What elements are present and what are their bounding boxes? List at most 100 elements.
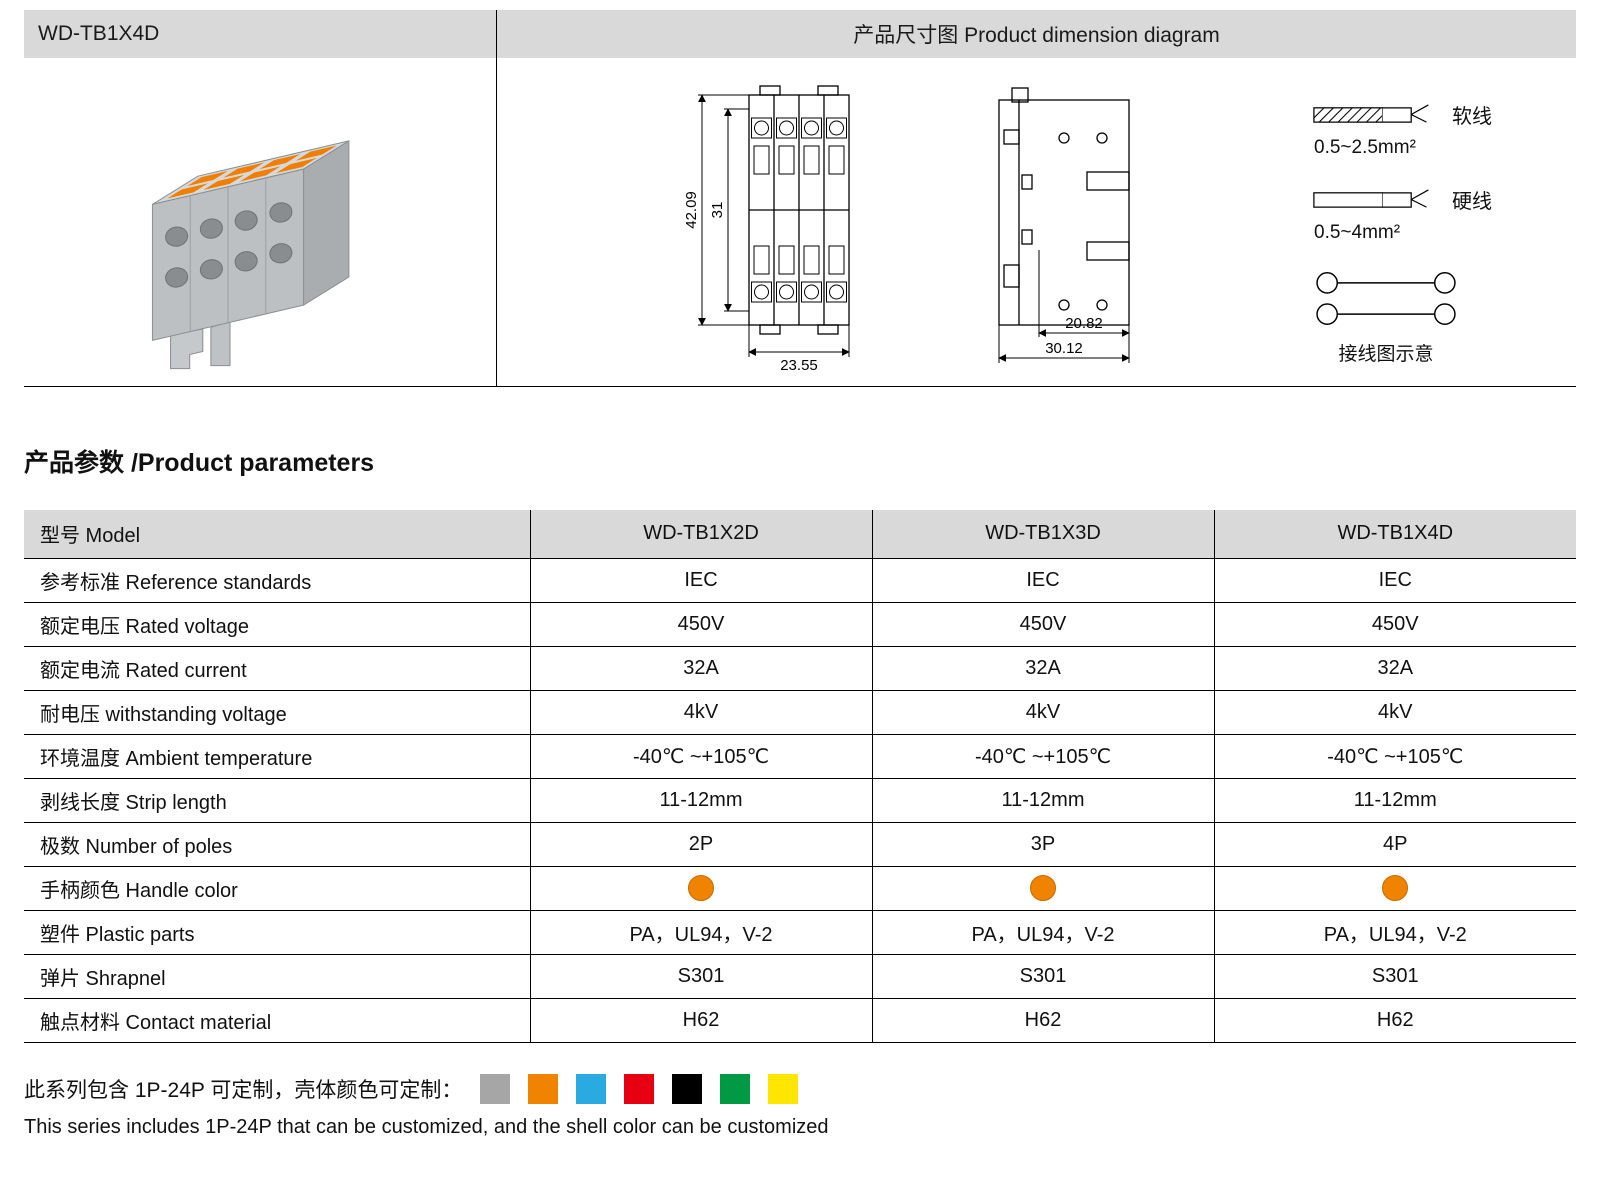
param-value: PA，UL94，V-2 [529, 910, 872, 955]
wire-legend: 软线 0.5~2.5mm² 硬线 0.5~4mm² 接线图示意 [1312, 100, 1542, 366]
param-value: H62 [529, 998, 872, 1043]
param-value: 450V [529, 602, 872, 647]
table-row: 剥线长度 Strip length 11-12mm 11-12mm 11-12m… [24, 778, 1576, 823]
handle-color-dot [688, 875, 714, 901]
shell-color-swatch-black [672, 1074, 703, 1104]
dimension-header-bar: 产品尺寸图 Product dimension diagram [497, 10, 1576, 58]
customization-note-cn: 此系列包含 1P-24P 可定制，壳体颜色可定制： [24, 1072, 799, 1106]
header-wd-tb1x4d: WD-TB1X4D [1213, 510, 1576, 559]
param-value: 32A [1213, 646, 1576, 691]
param-label: 弹片 Shrapnel [24, 954, 530, 999]
param-value: H62 [1213, 998, 1576, 1043]
param-label: 触点材料 Contact material [24, 998, 530, 1043]
param-label: 额定电压 Rated voltage [24, 602, 530, 647]
param-value: 4kV [871, 690, 1214, 735]
param-value: 11-12mm [529, 778, 872, 823]
param-label: 额定电流 Rated current [24, 646, 530, 691]
wiring-schematic-label: 接线图示意 [1338, 344, 1434, 365]
customization-note-text: 此系列包含 1P-24P 可定制，壳体颜色可定制： [24, 1079, 463, 1102]
wiring-schematic-icon [1316, 272, 1456, 325]
param-label: 参考标准 Reference standards [24, 558, 530, 603]
param-value: 11-12mm [871, 778, 1214, 823]
param-value: -40℃ ~+105℃ [1213, 734, 1576, 779]
soft-wire-range: 0.5~2.5mm² [1314, 137, 1416, 158]
table-row: 环境温度 Ambient temperature -40℃ ~+105℃ -40… [24, 734, 1576, 779]
param-value: 32A [529, 646, 872, 691]
table-row: 触点材料 Contact material H62 H62 H62 [24, 998, 1576, 1043]
shell-color-swatch-orange [528, 1074, 559, 1104]
param-value: 4kV [529, 690, 872, 735]
param-value: 2P [529, 822, 872, 867]
horizontal-divider [24, 386, 1576, 387]
shell-color-swatch-yellow [768, 1074, 799, 1104]
param-value: 4P [1213, 822, 1576, 867]
hard-wire-row: 硬线 [1312, 185, 1542, 214]
table-row: 极数 Number of poles 2P 3P 4P [24, 822, 1576, 867]
customization-note-en: This series includes 1P-24P that can be … [24, 1116, 829, 1138]
table-row: 耐电压 withstanding voltage 4kV 4kV 4kV [24, 690, 1576, 735]
table-row: 参考标准 Reference standards IEC IEC IEC [24, 558, 1576, 603]
param-value: 11-12mm [1213, 778, 1576, 823]
header-wd-tb1x3d: WD-TB1X3D [871, 510, 1214, 559]
param-value: PA，UL94，V-2 [1213, 910, 1576, 955]
table-row-handle-color: 手柄颜色 Handle color [24, 866, 1576, 911]
hard-wire-range: 0.5~4mm² [1314, 222, 1401, 243]
param-label: 极数 Number of poles [24, 822, 530, 867]
shell-color-swatch-green [720, 1074, 751, 1104]
shell-color-swatch-gray [480, 1074, 511, 1104]
table-row: 弹片 Shrapnel S301 S301 S301 [24, 954, 1576, 999]
handle-color-dot [1030, 875, 1056, 901]
wire-holes [165, 202, 293, 288]
param-value: 450V [871, 602, 1214, 647]
table-row: 塑件 Plastic parts PA，UL94，V-2 PA，UL94，V-2… [24, 910, 1576, 955]
param-value [529, 866, 872, 911]
section-title: 产品参数 /Product parameters [24, 449, 375, 477]
handle-levers [167, 145, 337, 199]
table-row: 额定电流 Rated current 32A 32A 32A [24, 646, 1576, 691]
side-view-diagram: 20.82 30.12 [943, 80, 1160, 378]
model-name: WD-TB1X4D [38, 22, 160, 45]
dim-height-inner: 31 [709, 202, 726, 219]
shell-color-swatch-red [624, 1074, 655, 1104]
shell-color-swatch-blue [576, 1074, 607, 1104]
product-photo [92, 62, 364, 377]
header-model: 型号 Model [24, 510, 530, 559]
param-value: 3P [871, 822, 1214, 867]
dimension-header-title: 产品尺寸图 Product dimension diagram [853, 24, 1220, 47]
dim-width-inner: 20.82 [1065, 315, 1103, 332]
product-photo-drawing [151, 140, 350, 370]
param-label: 环境温度 Ambient temperature [24, 734, 530, 779]
param-value: H62 [871, 998, 1214, 1043]
param-label: 剥线长度 Strip length [24, 778, 530, 823]
header-wd-tb1x2d: WD-TB1X2D [529, 510, 872, 559]
param-value: 32A [871, 646, 1214, 691]
dim-height-total: 42.09 [683, 191, 700, 229]
param-value: 450V [1213, 602, 1576, 647]
param-value: S301 [529, 954, 872, 999]
dim-width-total: 30.12 [1045, 340, 1083, 357]
param-value: -40℃ ~+105℃ [871, 734, 1214, 779]
param-label: 耐电压 withstanding voltage [24, 690, 530, 735]
table-header-row: 型号 Model WD-TB1X2D WD-TB1X3D WD-TB1X4D [24, 510, 1576, 559]
front-view-diagram: 42.09 31 23.55 [683, 76, 895, 376]
param-value: PA，UL94，V-2 [871, 910, 1214, 955]
param-label: 手柄颜色 Handle color [24, 866, 530, 911]
table-row: 额定电压 Rated voltage 450V 450V 450V [24, 602, 1576, 647]
param-value: 4kV [1213, 690, 1576, 735]
handle-color-dot [1382, 875, 1409, 901]
params-table: 型号 Model WD-TB1X2D WD-TB1X3D WD-TB1X4D 参… [24, 510, 1576, 1043]
vertical-divider [496, 10, 497, 386]
param-value: S301 [1213, 954, 1576, 999]
soft-wire-icon [1313, 104, 1429, 123]
model-header-bar: WD-TB1X4D [24, 10, 496, 58]
param-value: IEC [529, 558, 872, 603]
soft-wire-label: 软线 [1452, 106, 1492, 128]
param-value: IEC [871, 558, 1214, 603]
param-label: 塑件 Plastic parts [24, 910, 530, 955]
hard-wire-label: 硬线 [1452, 191, 1492, 213]
hard-wire-icon [1313, 189, 1429, 208]
soft-wire-row: 软线 [1312, 100, 1542, 129]
param-value [871, 866, 1214, 911]
param-value: -40℃ ~+105℃ [529, 734, 872, 779]
param-value: S301 [871, 954, 1214, 999]
